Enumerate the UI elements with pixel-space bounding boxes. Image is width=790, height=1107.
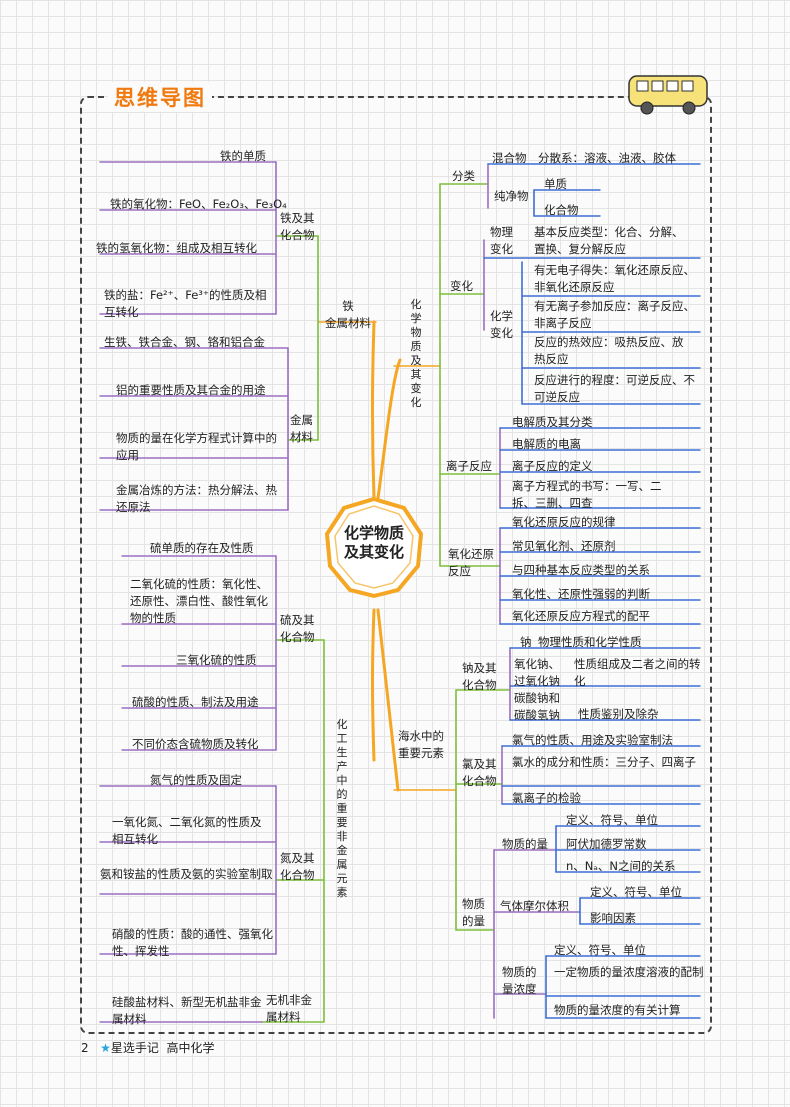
- node-mole: 物质的量: [502, 837, 548, 851]
- node-pure: 纯净物: [494, 189, 529, 203]
- node-sulfuric-acid: 硫酸的性质、制法及用途: [132, 695, 259, 709]
- node-n2: 氮气的性质及固定: [150, 773, 242, 787]
- right-chlorine-label: 氯及其 化合物: [462, 757, 497, 788]
- node-ion-equation: 离子方程式的书写：一写、二拆、三删、四查: [512, 479, 662, 510]
- node-smelting: 金属冶炼的方法：热分解法、热还原法: [116, 483, 277, 514]
- trunk-iron: [371, 320, 376, 500]
- left-sulfur-label: 硫及其 化合物: [280, 613, 315, 644]
- node-mole-def: 定义、符号、单位: [566, 813, 658, 827]
- page-frame: [80, 96, 712, 1034]
- node-carbonate-identify: 性质鉴别及除杂: [578, 707, 659, 721]
- node-conc-prep: 一定物质的量浓度溶液的配制: [554, 965, 704, 979]
- right-reaction-label: 变化: [450, 279, 473, 293]
- node-molar-volume: 气体摩尔体积: [500, 899, 569, 913]
- left-iron-title: 铁 金属材料: [325, 299, 371, 330]
- node-sulfur-transform: 不同价态含硫物质及转化: [132, 737, 259, 751]
- school-bus-illustration: [628, 75, 708, 115]
- node-concentration: 物质的 量浓度: [502, 965, 537, 996]
- node-gas-def: 定义、符号、单位: [590, 885, 682, 899]
- node-chloride-test: 氯离子的检验: [512, 791, 581, 805]
- node-iron-hydroxide: 铁的氢氧化物：组成及相互转化: [96, 241, 257, 255]
- node-chlorine-water: 氯水的成分和性质：三分子、四离子: [512, 755, 696, 769]
- right-ionic-label: 离子反应: [446, 459, 492, 473]
- node-silicate: 硅酸盐材料、新型无机盐非金属材料: [112, 995, 262, 1026]
- center-title: 化学物质及其变化: [343, 524, 404, 561]
- node-chemical: 化学 变化: [490, 309, 513, 340]
- node-ammonia: 氨和铵盐的性质及氨的实验室制取: [100, 867, 273, 881]
- node-sulfur: 硫单质的存在及性质: [150, 541, 254, 555]
- node-conc-def: 定义、符号、单位: [554, 943, 646, 957]
- node-dispersion: 分散系：溶液、浊液、胶体: [538, 151, 676, 165]
- node-physical: 物理 变化: [490, 225, 513, 256]
- right-sea-title: 海水中的 重要元素: [398, 729, 444, 760]
- node-basic-reactions: 基本反应类型：化合、分解、置换、复分解反应: [534, 225, 684, 256]
- node-sodium: 钠: [520, 635, 532, 649]
- left-iron-metal-label: 金属 材料: [290, 413, 313, 444]
- node-avogadro: 阿伏加德罗常数: [566, 837, 647, 851]
- page-title: 思维导图: [108, 82, 212, 112]
- node-carbonate: 碳酸钠和 碳酸氢钠: [514, 691, 560, 722]
- right-classify-label: 分类: [452, 169, 475, 183]
- node-ion-participation: 有无离子参加反应：离子反应、非离子反应: [534, 299, 695, 330]
- center-badge: [324, 496, 424, 599]
- page-footer: 2 ★星选手记 高中化学: [81, 1041, 215, 1055]
- node-ionization: 电解质的电离: [512, 437, 581, 451]
- trunk-sea: [376, 608, 400, 792]
- node-redox-strength: 氧化性、还原性强弱的判断: [512, 587, 650, 601]
- star-icon: ★: [100, 1041, 111, 1055]
- node-electron: 有无电子得失：氧化还原反应、非氧化还原反应: [534, 263, 695, 294]
- node-reversible: 反应进行的程度：可逆反应、不可逆反应: [534, 373, 695, 404]
- node-sodium-props: 物理性质和化学性质: [538, 635, 642, 649]
- left-iron-compound-label: 铁及其 化合物: [280, 211, 315, 242]
- node-nox: 一氧化氮、二氧化氮的性质及相互转化: [112, 815, 262, 846]
- node-iron-salt: 铁的盐：Fe²⁺、Fe³⁺的性质及相互转化: [104, 288, 267, 319]
- left-inorganic-label: 无机非金 属材料: [266, 993, 312, 1024]
- node-alloy: 生铁、铁合金、钢、铬和铝合金: [104, 335, 265, 349]
- node-peroxide: 氧化钠、 过氧化钠: [514, 657, 560, 688]
- node-iron-oxide: 铁的氧化物：FeO、Fe₂O₃、Fe₃O₄: [110, 197, 287, 211]
- node-so3: 三氧化硫的性质: [176, 653, 257, 667]
- node-redox-balance: 氧化还原反应方程式的配平: [512, 609, 650, 623]
- trunk-change: [376, 358, 402, 500]
- node-oxidant: 常见氧化剂、还原剂: [512, 539, 616, 553]
- node-iron-element: 铁的单质: [220, 149, 266, 163]
- node-ion-definition: 离子反应的定义: [512, 459, 593, 473]
- left-nitrogen-label: 氮及其 化合物: [280, 851, 315, 882]
- node-so2: 二氧化硫的性质：氧化性、还原性、漂白性、酸性氧化物的性质: [130, 577, 268, 625]
- node-mixture: 混合物: [492, 151, 527, 165]
- node-aluminum: 铝的重要性质及其合金的用途: [116, 383, 266, 397]
- node-electrolyte: 电解质及其分类: [512, 415, 593, 429]
- node-gas-factor: 影响因素: [590, 911, 636, 925]
- node-amount-calc: 物质的量在化学方程式计算中的应用: [116, 431, 277, 462]
- node-peroxide-transform: 性质组成及二者之间的转化: [574, 657, 701, 688]
- right-change-title: 化 学 物 质 及 其 变 化: [410, 298, 422, 409]
- node-n-relation: n、Nₐ、N之间的关系: [566, 859, 676, 873]
- node-heat: 反应的热效应：吸热反应、放热反应: [534, 335, 684, 366]
- trunk-nonmetal: [371, 608, 376, 762]
- node-redox-law: 氧化还原反应的规律: [512, 515, 616, 529]
- node-nitric-acid: 硝酸的性质：酸的通性、强氧化性、挥发性: [112, 927, 273, 958]
- right-sodium-label: 钠及其 化合物: [462, 661, 497, 692]
- right-redox-label: 氧化还原 反应: [448, 547, 494, 578]
- node-simple-substance: 单质: [544, 177, 567, 191]
- node-redox-relation: 与四种基本反应类型的关系: [512, 563, 650, 577]
- right-amount-label: 物质 的量: [462, 897, 485, 928]
- node-compound: 化合物: [544, 203, 579, 217]
- left-nonmetal-title: 化 工 生 产 中 的 重 要 非 金 属 元 素: [336, 718, 348, 899]
- node-chlorine: 氯气的性质、用途及实验室制法: [512, 733, 673, 747]
- node-conc-calc: 物质的量浓度的有关计算: [554, 1003, 681, 1017]
